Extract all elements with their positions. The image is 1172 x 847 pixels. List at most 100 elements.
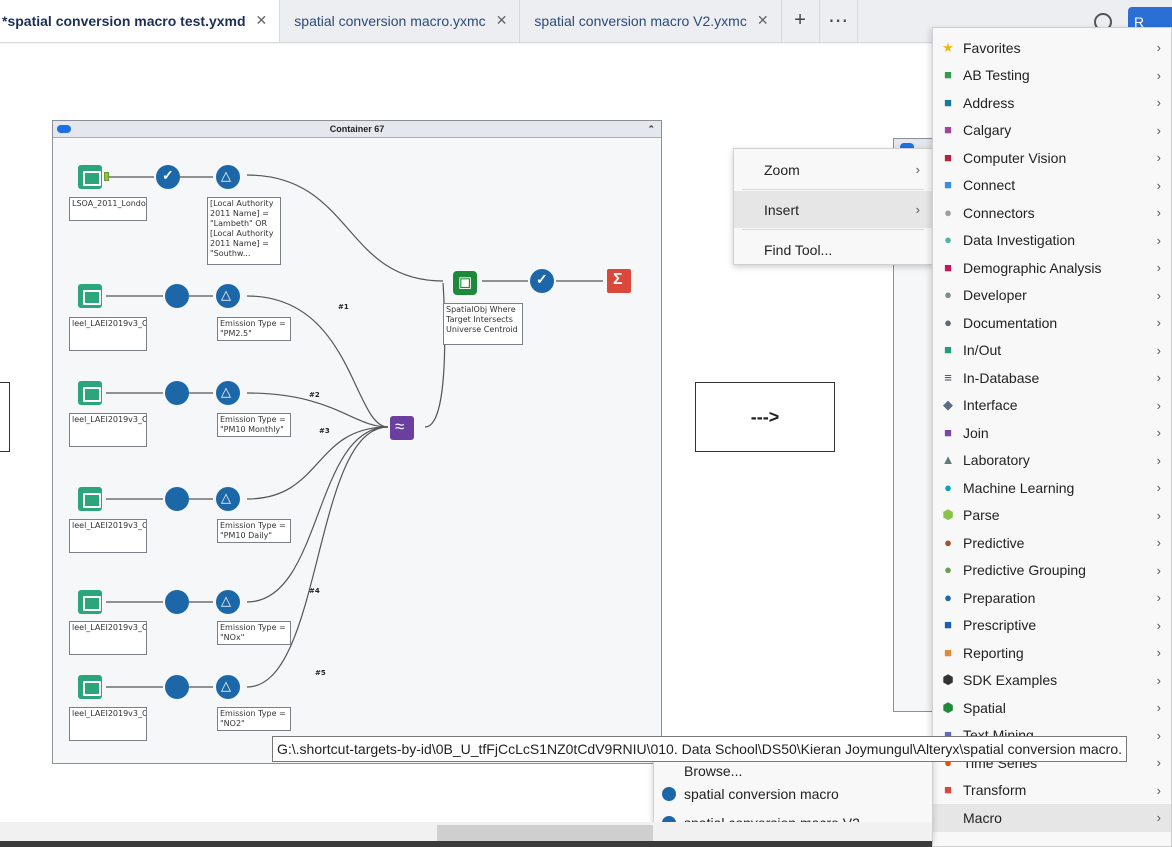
menu-item-connect[interactable]: ■Connect› <box>933 172 1171 200</box>
tab-bar: *spatial conversion macro test.yxmd ✕ sp… <box>0 0 1172 43</box>
menu-item-zoom[interactable]: Zoom › <box>734 151 932 188</box>
close-icon[interactable]: ✕ <box>255 12 268 28</box>
menu-item-transform[interactable]: ■Transform› <box>933 777 1171 805</box>
connection-wires <box>106 174 603 688</box>
chevron-right-icon: › <box>1156 782 1161 798</box>
menu-item-documentation[interactable]: ●Documentation› <box>933 309 1171 337</box>
spatial-match-icon[interactable] <box>453 271 477 295</box>
input-data-icon[interactable] <box>78 590 102 614</box>
input-data-icon[interactable] <box>78 165 102 189</box>
menu-item-label: Machine Learning <box>963 479 1075 496</box>
text-box-partial[interactable] <box>0 382 10 452</box>
menu-item-address[interactable]: ■Address› <box>933 89 1171 117</box>
menu-item-spatial[interactable]: ⬢Spatial› <box>933 694 1171 722</box>
text-box[interactable]: ---> <box>695 382 835 452</box>
menu-item-favorites[interactable]: ★Favorites› <box>933 34 1171 62</box>
menu-item-in-database[interactable]: ≡In-Database› <box>933 364 1171 392</box>
menu-item-insert[interactable]: Insert › <box>734 191 932 228</box>
chevron-right-icon: › <box>1156 617 1161 633</box>
menu-item-browse[interactable]: Browse... <box>654 749 932 779</box>
tool-icon[interactable] <box>165 487 189 511</box>
menu-item-label: In/Out <box>963 342 1002 359</box>
menu-item-machine-learning[interactable]: ●Machine Learning› <box>933 474 1171 502</box>
menu-item-in-out[interactable]: ■In/Out› <box>933 337 1171 365</box>
menu-item-join[interactable]: ■Join› <box>933 419 1171 447</box>
menu-item-developer[interactable]: ●Developer› <box>933 282 1171 310</box>
tab-spatial-conversion-macro-test[interactable]: *spatial conversion macro test.yxmd ✕ <box>0 0 281 42</box>
menu-item-prescriptive[interactable]: ■Prescriptive› <box>933 612 1171 640</box>
filter-tool-icon[interactable] <box>216 284 240 308</box>
demographic-icon: ■ <box>944 259 952 275</box>
tool-icon[interactable] <box>165 284 189 308</box>
output-anchor[interactable] <box>104 172 109 181</box>
connectors-icon: ● <box>944 204 952 220</box>
menu-item-reporting[interactable]: ■Reporting› <box>933 639 1171 667</box>
container-header[interactable]: Container 67 ⌃ <box>53 121 661 138</box>
input-data-icon[interactable] <box>78 381 102 405</box>
menu-item-label: Connect <box>963 177 1016 194</box>
scrollbar-thumb[interactable] <box>437 825 653 843</box>
menu-item-spatial-conversion-macro[interactable]: spatial conversion macro <box>654 779 932 808</box>
menu-divider <box>742 229 924 230</box>
menu-item-label: Predictive <box>963 534 1025 551</box>
filter-tool-icon[interactable] <box>216 381 240 405</box>
tab-label: *spatial conversion macro test.yxmd <box>2 12 246 29</box>
menu-item-interface[interactable]: ◆Interface› <box>933 392 1171 420</box>
union-tool-icon[interactable] <box>390 416 414 440</box>
star-icon: ★ <box>942 39 954 55</box>
menu-item-label: spatial conversion macro <box>684 785 839 802</box>
menu-item-connectors[interactable]: ●Connectors› <box>933 199 1171 227</box>
menu-item-computer-vision[interactable]: ■Computer Vision› <box>933 144 1171 172</box>
tool-icon[interactable] <box>165 675 189 699</box>
input-data-icon[interactable] <box>78 675 102 699</box>
menu-item-data-investigation[interactable]: ●Data Investigation› <box>933 227 1171 255</box>
close-icon[interactable]: ✕ <box>756 12 769 28</box>
container-toggle[interactable] <box>900 143 914 151</box>
tool-label: Emission Type = "PM10 Monthly" <box>217 413 291 437</box>
filter-tool-icon[interactable] <box>216 487 240 511</box>
menu-item-predictive[interactable]: ●Predictive› <box>933 529 1171 557</box>
close-icon[interactable]: ✕ <box>495 12 508 28</box>
filter-tool-icon[interactable] <box>216 590 240 614</box>
menu-item-label: Laboratory <box>963 452 1030 469</box>
menu-item-sdk-examples[interactable]: ⬢SDK Examples› <box>933 667 1171 695</box>
menu-item-calgary[interactable]: ■Calgary› <box>933 117 1171 145</box>
menu-item-macro[interactable]: Macro› <box>933 804 1171 832</box>
menu-item-laboratory[interactable]: ▲Laboratory› <box>933 447 1171 475</box>
predictive-grouping-icon: ● <box>944 562 952 578</box>
menu-item-demographic-analysis[interactable]: ■Demographic Analysis› <box>933 254 1171 282</box>
menu-item-ab-testing[interactable]: ■AB Testing› <box>933 62 1171 90</box>
input-data-icon[interactable] <box>78 487 102 511</box>
more-tabs-button[interactable]: ⋯ <box>820 0 858 42</box>
menu-item-label: In-Database <box>963 369 1040 386</box>
chevron-right-icon: › <box>1156 95 1161 111</box>
menu-item-label: Prescriptive <box>963 617 1037 634</box>
select-tool-icon[interactable] <box>156 165 180 189</box>
chevron-right-icon: › <box>915 202 920 217</box>
menu-item-parse[interactable]: ⬢Parse› <box>933 502 1171 530</box>
input-data-icon[interactable] <box>78 284 102 308</box>
collapse-icon[interactable]: ⌃ <box>647 124 655 134</box>
menu-item-predictive-grouping[interactable]: ●Predictive Grouping› <box>933 557 1171 585</box>
summarize-tool-icon[interactable] <box>607 269 631 293</box>
container-toggle[interactable] <box>57 125 71 133</box>
menu-item-label: Address <box>963 94 1015 111</box>
menu-item-find-tool[interactable]: Find Tool... <box>734 231 932 268</box>
tab-spatial-conversion-macro[interactable]: spatial conversion macro.yxmc ✕ <box>280 0 521 42</box>
tool-container[interactable]: Container 67 ⌃ <box>52 120 662 764</box>
time-series-icon: ● <box>944 754 952 770</box>
tab-spatial-conversion-macro-v2[interactable]: spatial conversion macro V2.yxmc ✕ <box>520 0 782 42</box>
spatial-icon: ⬢ <box>942 699 954 715</box>
filter-tool-icon[interactable] <box>216 675 240 699</box>
calgary-icon: ■ <box>944 122 952 138</box>
taskbar-strip <box>0 841 932 847</box>
chevron-right-icon: › <box>1156 122 1161 138</box>
add-tab-button[interactable]: + <box>782 0 820 42</box>
select-tool-icon[interactable] <box>530 269 554 293</box>
menu-item-preparation[interactable]: ●Preparation› <box>933 584 1171 612</box>
container-title: Container 67 <box>329 124 385 134</box>
filter-tool-icon[interactable] <box>216 165 240 189</box>
tool-icon[interactable] <box>165 590 189 614</box>
tool-label: Emission Type = "NOx" <box>217 621 291 645</box>
tool-icon[interactable] <box>165 381 189 405</box>
